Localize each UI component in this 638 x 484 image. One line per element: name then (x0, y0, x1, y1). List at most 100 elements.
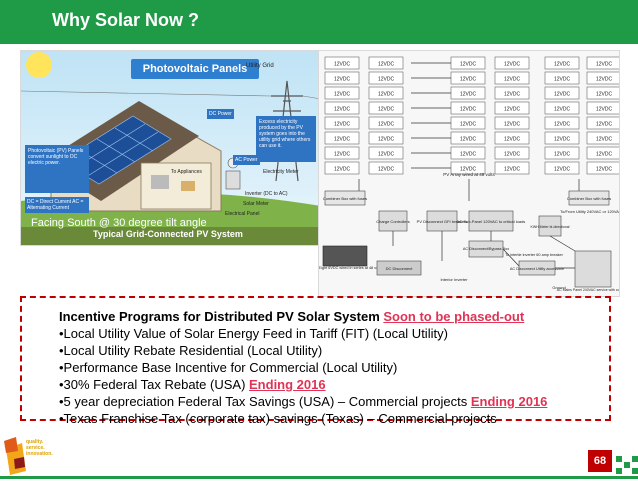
solar-module (544, 71, 580, 85)
electricity-meter-label: Electricity Meter (263, 169, 299, 175)
module-label: 12VDC (460, 107, 477, 113)
module-label: 12VDC (334, 167, 351, 173)
module-label: 12VDC (596, 92, 613, 98)
solar-module (544, 101, 580, 115)
incentives-content: Incentive Programs for Distributed PV So… (59, 308, 547, 427)
solar-module (494, 86, 530, 100)
solar-module (494, 101, 530, 115)
ac-disconnect-bypass-label: AC Disconnect/Bypass Box (463, 247, 509, 251)
photovoltaic-panels-label: Photovoltaic Panels (131, 59, 259, 79)
dc-disconnect-label: DC Disconnect (386, 266, 414, 271)
module-label: 12VDC (596, 107, 613, 113)
solar-module (324, 101, 360, 115)
solar-module (494, 161, 530, 175)
to-appliances-label: To Appliances (171, 169, 202, 175)
solar-module (324, 146, 360, 160)
solar-module (368, 71, 404, 85)
solar-module (494, 71, 530, 85)
pv-panels-note: Photovoltaic (PV) Panels convert sunligh… (25, 145, 89, 193)
electrical-panel-label: Electrical Panel (225, 211, 260, 217)
ending-highlight: Ending 2016 (249, 377, 326, 392)
module-label: 12VDC (378, 77, 395, 83)
ground-label: Ground (552, 285, 565, 290)
utility-grid-label: Utility Grid (246, 63, 274, 69)
module-label: 12VDC (460, 137, 477, 143)
module-label: 12VDC (378, 152, 395, 158)
title-bar: Why Solar Now ? (0, 0, 638, 44)
module-label: 12VDC (554, 152, 571, 158)
dc-disconnect (376, 260, 422, 276)
solar-module (368, 161, 404, 175)
pv-wiring-diagram: 12VDC 12VDC 12VDC 12VDC 12VDC 12VDC 12VDC 12VDC… (318, 50, 620, 297)
module-label: 12VDC (460, 62, 477, 68)
solar-module (586, 86, 619, 100)
solar-module (368, 116, 404, 130)
incentive-item: •Local Utility Rebate Residential (Local… (59, 343, 323, 358)
solar-module (494, 146, 530, 160)
battery-bank (322, 245, 368, 267)
to-intertie-inverter-label: To intertie inverter 60 amp breaker (505, 253, 564, 257)
module-label: 12VDC (554, 62, 571, 68)
charge-controllers-label: Charge Controllers (376, 219, 410, 224)
decorative-squares-icon (616, 456, 638, 474)
module-label: 12VDC (334, 77, 351, 83)
pv-disconnect-label: PV Disconnect GFI breakers (417, 219, 468, 224)
solar-module (494, 116, 530, 130)
logo-icon (4, 437, 26, 475)
combiner-box-left (324, 190, 366, 206)
module-label: 12VDC (596, 122, 613, 128)
incentive-item: •Local Utility Value of Solar Energy Fee… (59, 326, 448, 341)
module-label: 12VDC (460, 92, 477, 98)
module-label: 12VDC (504, 122, 521, 128)
module-label: 12VDC (378, 122, 395, 128)
module-grid: 12VDC 12VDC 12VDC 12VDC 12VDC 12VDC 12VDC 12VDC… (319, 56, 619, 292)
module-label: 12VDC (460, 167, 477, 173)
wire (549, 235, 576, 252)
ending-highlight: Ending 2016 (470, 394, 548, 409)
module-label: 12VDC (334, 92, 351, 98)
solar-module (368, 146, 404, 160)
solar-module (586, 56, 619, 70)
module-label: 12VDC (378, 92, 395, 98)
table-icon (181, 181, 195, 191)
solar-module (586, 71, 619, 85)
incentives-heading: Incentive Programs for Distributed PV So… (59, 309, 525, 324)
slide-title: Why Solar Now ? (52, 10, 200, 30)
module-label: 12VDC (596, 137, 613, 143)
phase-out-highlight: Soon to be phased-out (383, 309, 525, 324)
module-label: 12VDC (554, 92, 571, 98)
module-label: 12VDC (596, 152, 613, 158)
module-label: 12VDC (504, 107, 521, 113)
solar-module (324, 71, 360, 85)
solar-meter-label: Solar Meter (243, 201, 269, 207)
combiner-box-left-label: Combiner Box with fuses (323, 196, 367, 201)
module-label: 12VDC (378, 137, 395, 143)
appliance-icon (151, 175, 169, 189)
solar-module (368, 56, 404, 70)
excess-electricity-note: Excess electricity produced by the PV sy… (256, 116, 316, 162)
logo-tagline: quality. service. innovation. (26, 439, 53, 457)
module-label: 12VDC (378, 107, 395, 113)
ac-subpanel-label: AC Sub-Panel 120VAC to critical loads (457, 219, 526, 224)
solar-module (494, 131, 530, 145)
solar-module (368, 131, 404, 145)
solar-module (586, 116, 619, 130)
solar-module (324, 161, 360, 175)
tilt-angle-overlay: Facing South @ 30 degree tilt angle (31, 217, 207, 229)
ac-disconnect-label: AC Disconnect Utility accessible (510, 267, 564, 271)
solar-module (544, 146, 580, 160)
solar-module (324, 116, 360, 130)
ac-power-label: AC Power (233, 155, 260, 165)
module-label: 12VDC (554, 167, 571, 173)
module-label: 12VDC (460, 122, 477, 128)
inverter-label: Inverter (DC to AC) (245, 191, 288, 197)
module-label: 12VDC (596, 62, 613, 68)
module-label: 12VDC (504, 167, 521, 173)
combiner-box-right-label: Combiner Box with fuses (567, 196, 611, 201)
module-label: 12VDC (504, 137, 521, 143)
pv-system-illustration: Photovoltaic Panels Utility Grid Excess … (20, 50, 322, 246)
pv-array-label: PV Array wired at 48 volts (443, 172, 495, 177)
solar-module (324, 86, 360, 100)
solar-module (368, 86, 404, 100)
module-label: 12VDC (596, 77, 613, 83)
